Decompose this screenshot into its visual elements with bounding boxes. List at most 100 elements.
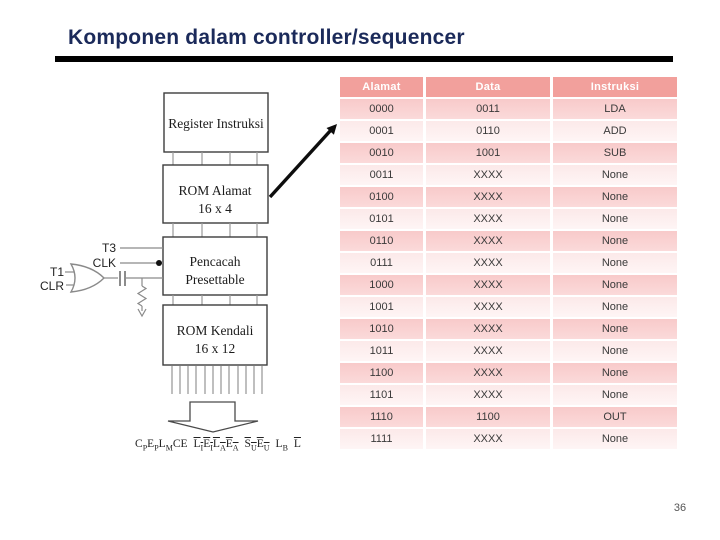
- register-instruksi-label: Register Instruksi: [168, 116, 264, 131]
- table-cell: 0110: [426, 121, 550, 141]
- table-cell: 0011: [340, 165, 423, 185]
- table-cell: None: [553, 253, 677, 273]
- table-header-row: Alamat Data Instruksi: [340, 77, 677, 97]
- table-cell: 1010: [340, 319, 423, 339]
- control-word-down-arrow: [167, 401, 259, 433]
- register-instruksi-box: [163, 92, 269, 153]
- table-cell: XXXX: [426, 187, 550, 207]
- column-header-data: Data: [426, 77, 550, 97]
- rom-alamat-label: ROM Alamat: [178, 183, 251, 198]
- rom-kendali-box: [162, 304, 268, 366]
- table-cell: None: [553, 319, 677, 339]
- table-cell: 1011: [340, 341, 423, 361]
- table-cell: XXXX: [426, 385, 550, 405]
- or-gate: [69, 263, 105, 293]
- pointer-arrow-head: [326, 124, 337, 135]
- bus-lines-top: [172, 152, 258, 165]
- table-cell: None: [553, 297, 677, 317]
- column-header-alamat: Alamat: [340, 77, 423, 97]
- clk-junction-dot: [156, 260, 162, 266]
- table-cell: XXXX: [426, 341, 550, 361]
- pencacah-presettable-label: Presettable: [185, 272, 244, 287]
- table-cell: None: [553, 363, 677, 383]
- table-cell: None: [553, 275, 677, 295]
- column-header-instruksi: Instruksi: [553, 77, 677, 97]
- table-cell: 1100: [426, 407, 550, 427]
- table-cell: XXXX: [426, 165, 550, 185]
- table-cell: 0100: [340, 187, 423, 207]
- control-output-lines: [171, 366, 263, 394]
- bus-lines-mid1: [172, 223, 258, 237]
- table-cell: 1111: [340, 429, 423, 449]
- control-word-group: L: [293, 438, 301, 450]
- rom-kendali-size-label: 16 x 12: [195, 341, 236, 356]
- bus-lines-mid2: [172, 295, 258, 305]
- pointer-arrow-line: [268, 128, 333, 199]
- pencacah-label: Pencacah: [190, 254, 241, 269]
- table-cell: None: [553, 341, 677, 361]
- table-cell: None: [553, 385, 677, 405]
- table-cell: XXXX: [426, 231, 550, 251]
- table-cell: OUT: [553, 407, 677, 427]
- table-cell: 1101: [340, 385, 423, 405]
- table-cell: 1000: [340, 275, 423, 295]
- table-cell: SUB: [553, 143, 677, 163]
- control-word-group: LIEILAEA: [193, 438, 239, 453]
- pencacah-box: [162, 236, 268, 296]
- rom-alamat-box: [162, 164, 269, 224]
- table-cell: None: [553, 165, 677, 185]
- table-cell: XXXX: [426, 253, 550, 273]
- page-number: 36: [673, 502, 687, 514]
- table-cell: XXXX: [426, 319, 550, 339]
- t1-label: T1: [50, 265, 64, 279]
- table-cell: XXXX: [426, 429, 550, 449]
- table-cell: 0110: [340, 231, 423, 251]
- rom-alamat-size-label: 16 x 4: [198, 201, 232, 216]
- table-cell: XXXX: [426, 209, 550, 229]
- table-cell: None: [553, 187, 677, 207]
- table-cell: 0111: [340, 253, 423, 273]
- table-cell: 1100: [340, 363, 423, 383]
- title-underline-bar: [55, 56, 673, 62]
- clk-label: CLK: [93, 256, 116, 270]
- table-cell: ADD: [553, 121, 677, 141]
- table-cell: None: [553, 429, 677, 449]
- t3-label: T3: [102, 241, 116, 255]
- resistor-symbol: [136, 278, 148, 318]
- table-cell: 1001: [340, 297, 423, 317]
- control-word-group: LB: [275, 438, 288, 453]
- table-cell: XXXX: [426, 297, 550, 317]
- slide-title: Komponen dalam controller/sequencer: [68, 26, 465, 49]
- table-cell: XXXX: [426, 363, 550, 383]
- table-cell: 1110: [340, 407, 423, 427]
- capacitor-symbol: [119, 271, 126, 286]
- rom-kendali-label: ROM Kendali: [177, 323, 254, 338]
- table-cell: None: [553, 209, 677, 229]
- table-cell: None: [553, 231, 677, 251]
- table-cell: 0010: [340, 143, 423, 163]
- control-word-group: CPEPLMCE: [135, 438, 188, 453]
- table-cell: 0001: [340, 121, 423, 141]
- table-cell: 0101: [340, 209, 423, 229]
